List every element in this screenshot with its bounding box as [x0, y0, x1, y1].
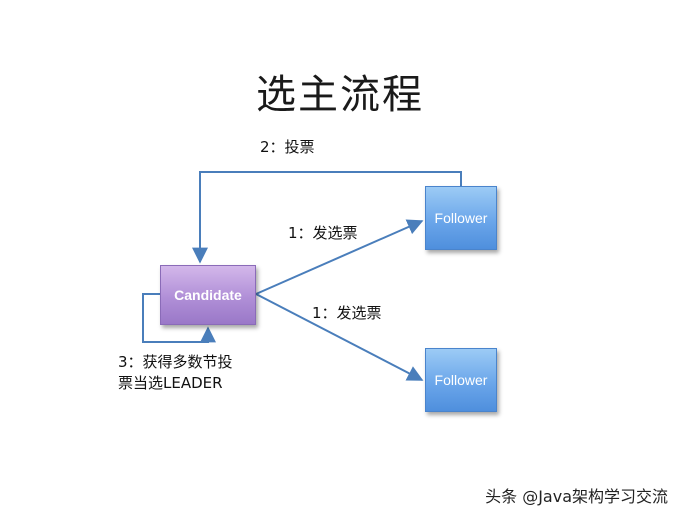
candidate-node: Candidate — [160, 265, 256, 325]
win-leader-label-line2: 票当选LEADER — [118, 374, 223, 392]
edge-send-vote-bottom — [255, 293, 424, 381]
send-vote-bottom-label: 1：发选票 — [312, 304, 382, 322]
edge-send-vote-top — [255, 219, 424, 295]
edge-self-loop — [142, 293, 216, 343]
follower-node-bottom: Follower — [425, 348, 497, 412]
edge-vote — [192, 171, 462, 264]
follower-top-label: Follower — [434, 210, 488, 226]
diagram-title: 选主流程 — [256, 72, 424, 118]
win-leader-label: 3：获得多数节投 票当选LEADER — [118, 352, 248, 394]
follower-node-top: Follower — [425, 186, 497, 250]
win-leader-label-line1: 3：获得多数节投 — [118, 353, 233, 371]
watermark-text: 头条 @Java架构学习交流 — [485, 487, 668, 506]
follower-bottom-label: Follower — [434, 372, 488, 388]
candidate-label: Candidate — [174, 287, 242, 303]
send-vote-top-label: 1：发选票 — [288, 224, 358, 242]
vote-edge-label: 2：投票 — [260, 138, 315, 156]
